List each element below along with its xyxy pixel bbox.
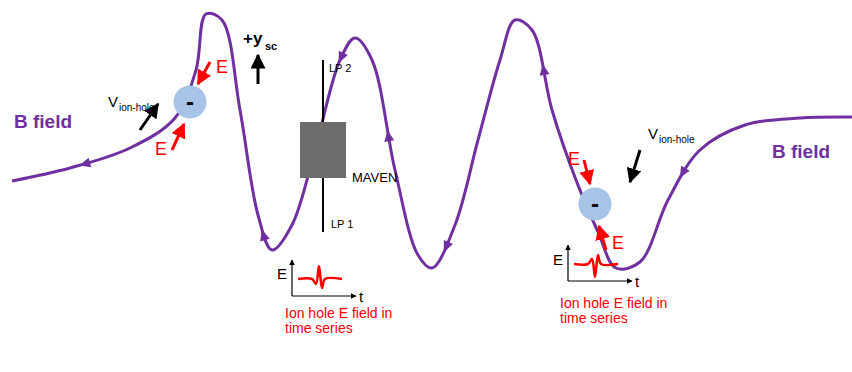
ion-hole-waveform bbox=[298, 266, 342, 288]
axis-subscript: sc bbox=[265, 40, 277, 52]
plot-axis bbox=[291, 260, 292, 296]
ion-hole-fill bbox=[579, 188, 612, 221]
plot-axis-label: E bbox=[277, 266, 287, 283]
spacecraft-name: MAVEN bbox=[352, 170, 397, 185]
plot-axis-label: t bbox=[359, 289, 363, 306]
e-field-label: E bbox=[568, 150, 580, 170]
charge-sign: - bbox=[173, 85, 207, 119]
field-direction-arrow bbox=[383, 129, 395, 141]
ion-hole-circle: - bbox=[578, 187, 612, 221]
e-field-arrow bbox=[172, 124, 184, 150]
plot-axis bbox=[567, 245, 568, 281]
field-direction-arrow bbox=[676, 166, 690, 181]
ion-hole-fill bbox=[174, 86, 207, 119]
field-label: B field bbox=[772, 142, 830, 163]
plot-axis-label: t bbox=[635, 274, 639, 291]
plot-caption: Ion hole E field in time series bbox=[285, 306, 395, 337]
e-field-arrow bbox=[198, 62, 210, 84]
probe-label: LP 1 bbox=[331, 218, 353, 230]
probe-label: LP 2 bbox=[329, 62, 351, 74]
charge-sign: - bbox=[578, 187, 612, 221]
field-label: B field bbox=[14, 112, 72, 133]
e-field-arrow bbox=[599, 226, 606, 250]
e-field-label: E bbox=[612, 234, 624, 254]
e-field-label: E bbox=[216, 58, 228, 78]
spacecraft-body: MAVEN bbox=[300, 122, 346, 178]
field-direction-arrow bbox=[439, 240, 453, 254]
magnetic-field-line bbox=[12, 13, 852, 269]
velocity-label: V bbox=[648, 126, 658, 143]
field-direction-arrow bbox=[78, 158, 91, 171]
probe-boom bbox=[322, 178, 324, 232]
axis-label: +y bbox=[243, 30, 262, 49]
ion-hole-waveform bbox=[574, 255, 618, 277]
plot-axis bbox=[568, 280, 632, 281]
e-field-arrow bbox=[584, 160, 590, 184]
velocity-arrow bbox=[630, 150, 640, 182]
probe-boom bbox=[322, 60, 324, 122]
plot-axis bbox=[292, 295, 356, 296]
velocity-subscript: ion-hole bbox=[119, 102, 155, 113]
field-direction-arrow bbox=[538, 63, 550, 76]
plot-caption: Ion hole E field in time series bbox=[560, 296, 670, 327]
field-direction-arrow bbox=[257, 228, 270, 241]
velocity-label: V bbox=[108, 94, 118, 111]
velocity-subscript: ion-hole bbox=[659, 134, 695, 145]
plot-axis-label: E bbox=[553, 252, 563, 269]
axis-arrow bbox=[257, 55, 260, 84]
ion-hole-circle: - bbox=[173, 85, 207, 119]
e-field-label: E bbox=[155, 140, 167, 160]
